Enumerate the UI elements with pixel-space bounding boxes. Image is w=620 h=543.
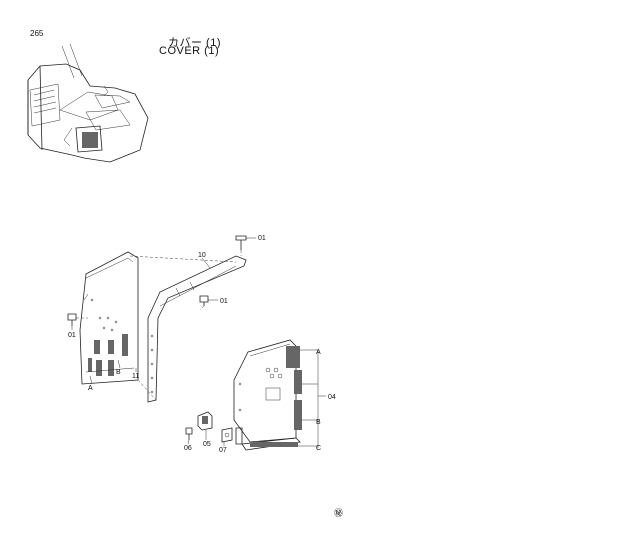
callout-01-mid: 01	[220, 298, 228, 305]
bolts	[67, 235, 247, 326]
callout-B-right: B	[316, 419, 321, 426]
callout-A-left: A	[88, 385, 93, 392]
callout-05: 05	[203, 441, 211, 448]
title-english: COVER (1)	[159, 45, 220, 57]
callout-01-left: 01	[68, 332, 76, 339]
right-cover-panel	[233, 339, 302, 451]
callout-B-left: B	[116, 369, 121, 376]
callout-11: 11	[132, 373, 139, 380]
callout-C: C	[316, 445, 321, 452]
callout-10: 10	[198, 252, 206, 259]
small-parts	[185, 411, 243, 445]
leader-lines	[71, 237, 326, 448]
title-japanese: カバー (1)	[168, 37, 221, 49]
callout-07: 07	[219, 447, 227, 454]
page-number: 265	[30, 29, 44, 38]
bracket-10	[147, 255, 247, 403]
callout-06: 06	[184, 445, 192, 452]
callout-04: 04	[328, 394, 336, 401]
left-cover-panel	[79, 251, 139, 385]
excavator-thumbnail	[27, 43, 149, 163]
assembly-lines	[76, 250, 242, 401]
callout-01-top: 01	[258, 235, 266, 242]
confidential-stamp: ㊙	[334, 508, 343, 518]
callout-A-right: A	[316, 349, 321, 356]
